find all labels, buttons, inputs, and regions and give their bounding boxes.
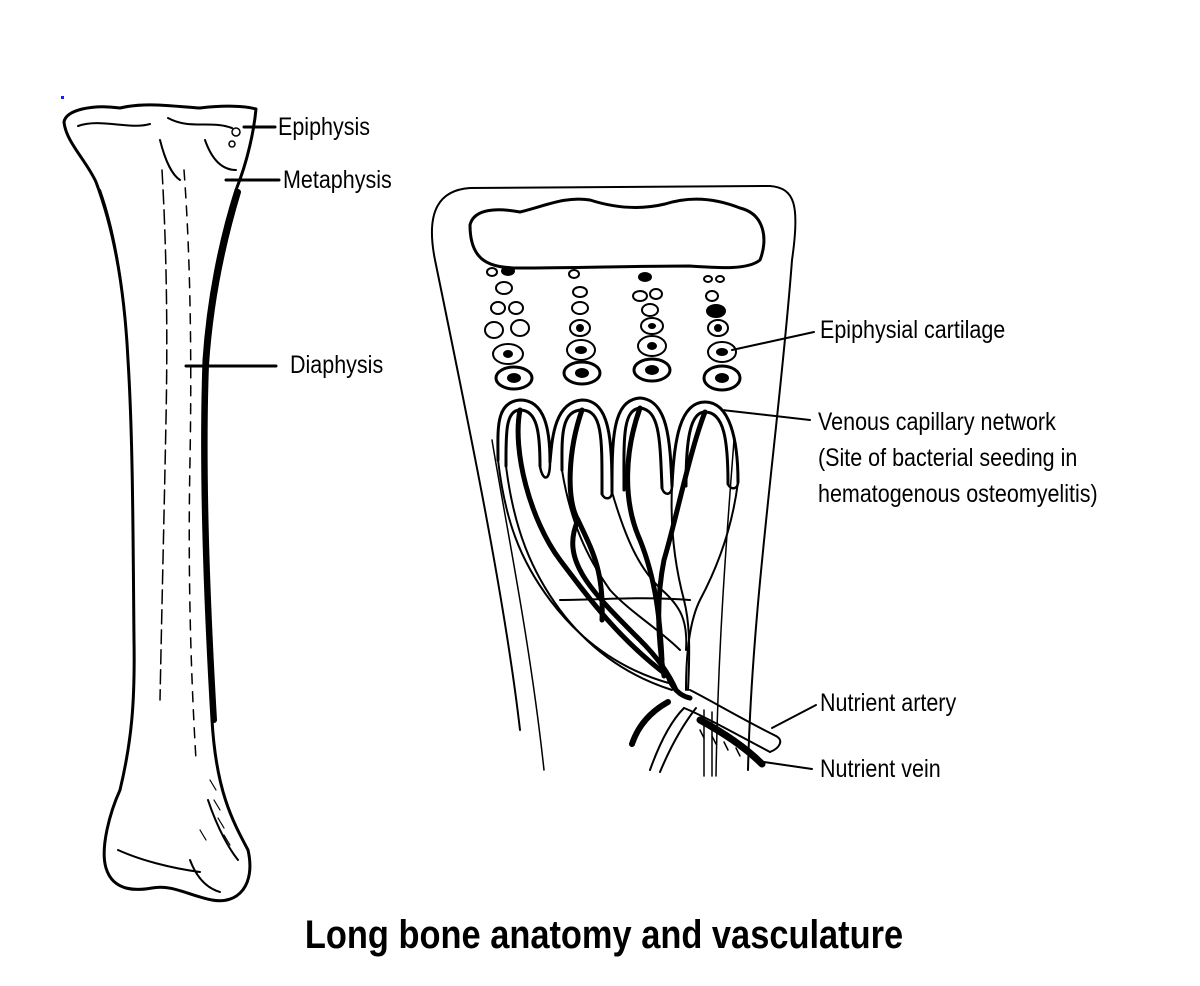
- label-diaphysis: Diaphysis: [290, 351, 384, 379]
- label-venous-network-line-3: hematogenous osteomyelitis): [818, 480, 1098, 508]
- bone-medial-line: [159, 169, 168, 701]
- label-venous-network-line-1: Venous capillary network: [818, 408, 1056, 436]
- blue-dot-mark: [61, 96, 64, 99]
- capillary-outer-band: [496, 396, 740, 494]
- draining-veins-thin: [497, 459, 739, 691]
- leader-nutrient-artery: [771, 704, 817, 729]
- bone-outline: [62, 103, 258, 903]
- bone-shaft-left-line: [99, 189, 129, 361]
- bone-head-detail: [77, 117, 237, 181]
- bone-foramen-2: [228, 140, 236, 148]
- bone-foramen-1: [231, 127, 241, 137]
- figure-title: Long bone anatomy and vasculature: [304, 913, 904, 957]
- bone-inner-line: [183, 169, 197, 761]
- capillary-gap-3: [660, 484, 674, 495]
- label-nutrient-artery: Nutrient artery: [820, 689, 957, 717]
- bone-shaft-right-shadow: [201, 189, 241, 723]
- capillary-gap-1: [538, 460, 552, 479]
- nutrient-artery-vessel: [649, 689, 782, 773]
- nutrient-vein-vessel: [629, 673, 766, 768]
- leader-nutrient-vein: [763, 761, 813, 770]
- bone-distal-shading: [199, 779, 231, 846]
- leader-venous-network: [721, 409, 811, 421]
- section-outline: [430, 185, 797, 771]
- bone-distal-detail: [117, 799, 239, 893]
- metaphysis-section: [430, 185, 797, 777]
- inner-cortex-left: [491, 439, 545, 771]
- draining-veins: [515, 405, 708, 693]
- label-venous-network-line-2: (Site of bacterial seeding in: [818, 444, 1078, 472]
- label-epiphysis: Epiphysis: [278, 113, 371, 141]
- leader-epiphysial-cartilage: [731, 331, 815, 351]
- label-nutrient-vein: Nutrient vein: [820, 755, 941, 783]
- long-bone: [62, 103, 258, 903]
- label-metaphysis: Metaphysis: [283, 166, 392, 194]
- label-epiphysial-cartilage: Epiphysial cartilage: [820, 316, 1006, 344]
- epiphysis-cap: [468, 197, 766, 270]
- cartilage-cells: [484, 266, 742, 392]
